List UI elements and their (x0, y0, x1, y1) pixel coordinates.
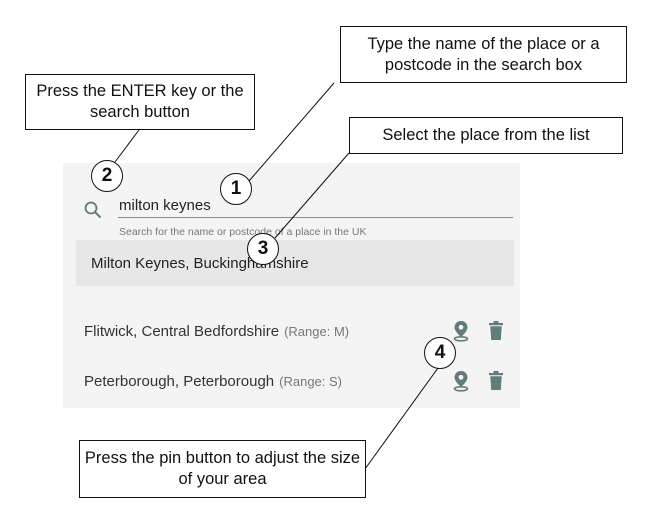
map-pin-icon (453, 321, 469, 342)
callout-text: Press the ENTER key or the search button (36, 82, 244, 121)
step-badge-2: 2 (91, 160, 123, 192)
callout-text: Select the place from the list (382, 126, 590, 144)
search-result-item[interactable]: Milton Keynes, Buckinghamshire (76, 240, 514, 286)
saved-place-range: (Range: M) (284, 323, 350, 339)
step-badge-1: 1 (220, 173, 252, 205)
callout-text: Type the name of the place or a postcode… (367, 34, 600, 74)
search-input[interactable] (118, 193, 513, 218)
saved-place-range: (Range: S) (279, 373, 343, 389)
saved-place-row: Flitwick, Central Bedfordshire (Range: M… (84, 319, 504, 343)
step-badge-4: 4 (424, 337, 456, 369)
callout-press-enter: Press the ENTER key or the search button (25, 74, 255, 130)
step-badge-3: 3 (247, 233, 279, 265)
callout-pin-button: Press the pin button to adjust the size … (79, 440, 366, 498)
map-pin-icon (453, 371, 469, 392)
trash-icon (489, 371, 503, 390)
trash-icon (489, 321, 503, 340)
callout-text: Press the pin button to adjust the size … (84, 449, 361, 488)
search-icon[interactable] (83, 200, 103, 220)
delete-button[interactable] (485, 319, 507, 343)
search-hint: Search for the name or postcode of a pla… (119, 226, 367, 238)
callout-select-place: Select the place from the list (349, 117, 623, 154)
pin-button[interactable] (450, 369, 472, 393)
saved-place-name: Peterborough, Peterborough (84, 372, 275, 390)
delete-button[interactable] (485, 369, 507, 393)
callout-type-place: Type the name of the place or a postcode… (340, 26, 627, 83)
saved-place-name: Flitwick, Central Bedfordshire (84, 322, 280, 340)
saved-place-row: Peterborough, Peterborough (Range: S) (84, 369, 504, 393)
pin-button[interactable] (450, 319, 472, 343)
